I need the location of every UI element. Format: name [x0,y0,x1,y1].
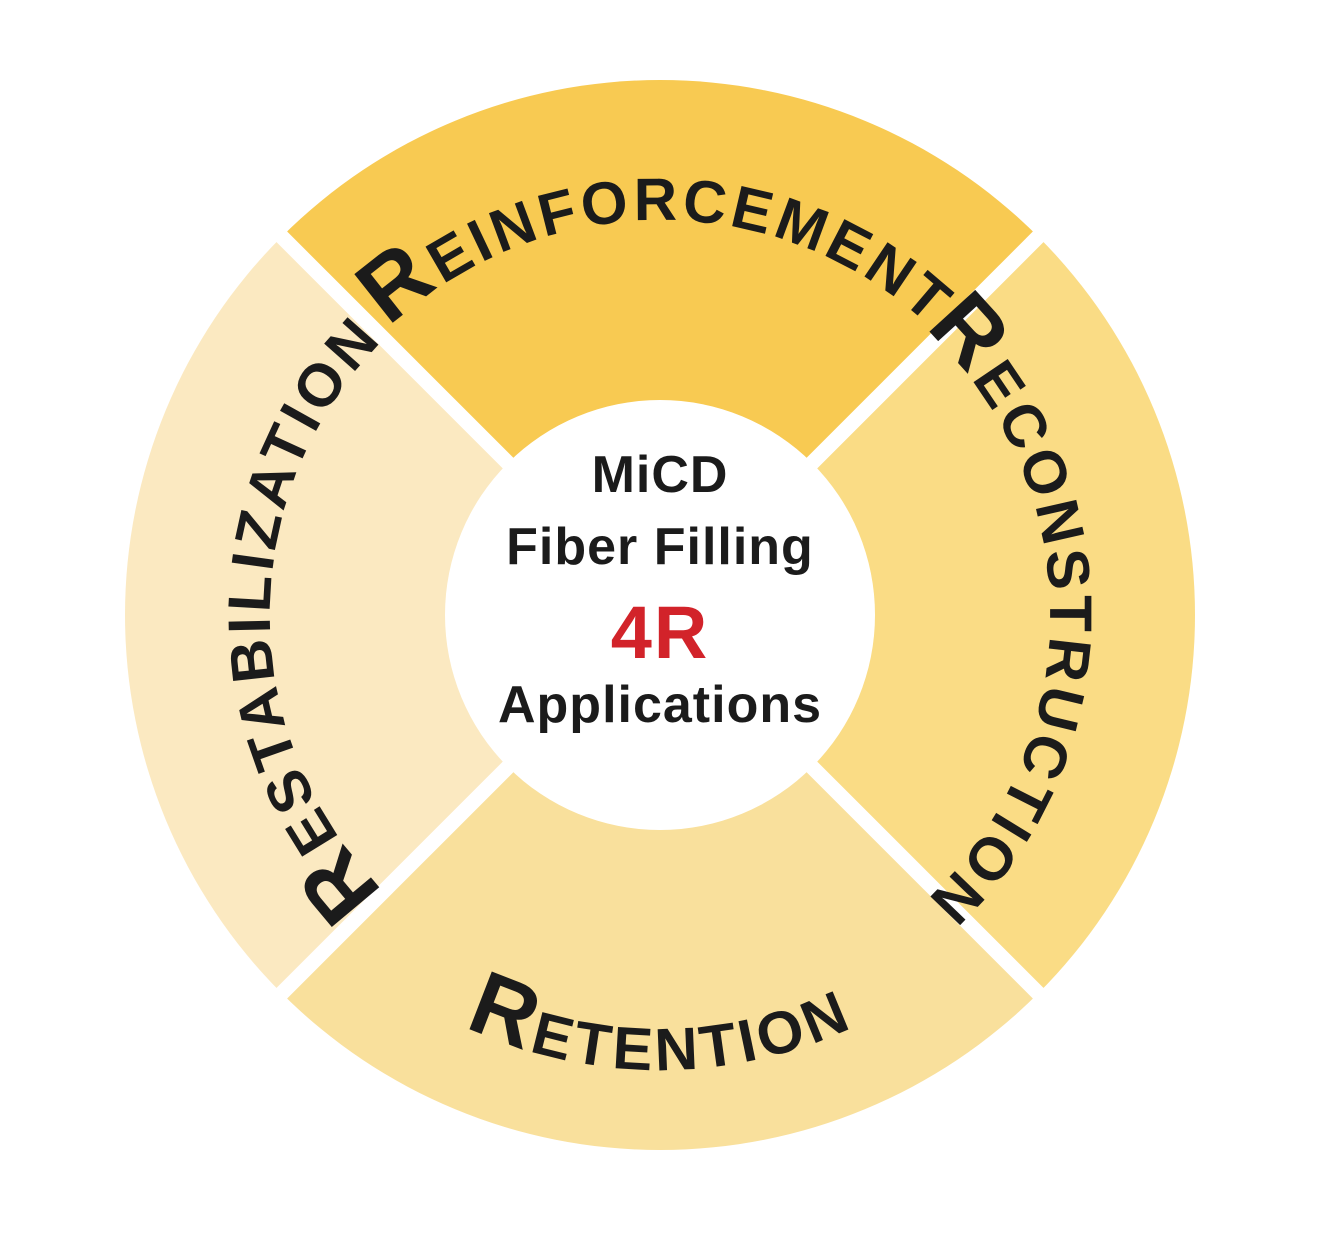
center-line-applications: Applications [498,676,822,734]
center-line-micd: MiCD [592,446,729,504]
center-line-fiber-filling: Fiber Filling [506,518,814,576]
segment-reconstruction [660,236,1195,994]
segment-restabilization [125,236,661,994]
center-circle [445,400,875,830]
center-line-4r: 4R [611,591,710,674]
segment-reinforcement [281,80,1039,616]
segment-retention [281,615,1039,1150]
